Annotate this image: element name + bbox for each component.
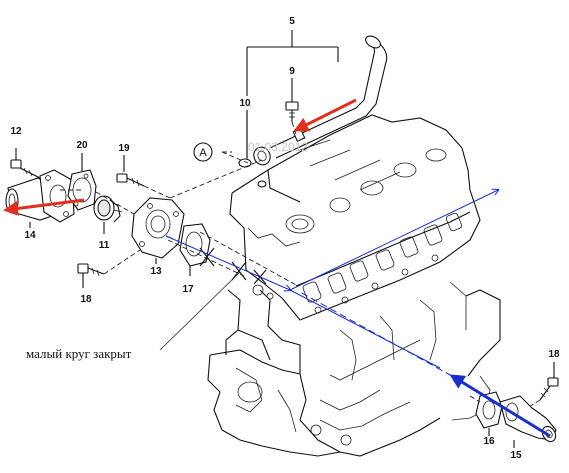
label-5: 5 [289, 16, 295, 27]
label-9: 9 [289, 66, 295, 77]
assembly-line-right [469, 395, 481, 403]
bolt-9 [285, 78, 299, 135]
exhaust-ports [302, 212, 463, 314]
bolt-18-right [523, 362, 559, 411]
label-18-right: 18 [548, 349, 560, 360]
thermostat-11 [93, 195, 123, 234]
label-19: 19 [118, 143, 130, 154]
red-flow-arrows [3, 98, 357, 216]
coolant-pipe-5 [253, 35, 388, 188]
label-12: 12 [10, 126, 22, 137]
bolt-18-left [77, 249, 141, 288]
label-14: 14 [24, 230, 36, 241]
label-10: 10 [239, 98, 251, 109]
label-13: 13 [150, 266, 162, 277]
caption-small-circuit-closed: малый круг закрыт [26, 346, 132, 361]
label-11: 11 [99, 240, 110, 251]
bolt-19 [116, 155, 171, 199]
engine-block [207, 114, 501, 457]
part-labels: 5 9 10 12 20 19 14 11 13 17 18 18 16 15 [10, 12, 560, 461]
caption-pointer [159, 271, 241, 351]
date-stamp: 01.03.2012 [248, 140, 308, 154]
callout-a: A [193, 142, 213, 162]
label-20: 20 [76, 140, 88, 151]
blue-flow-arrows [165, 190, 551, 438]
label-17: 17 [182, 284, 194, 295]
label-16: 16 [483, 436, 495, 447]
gasket-17 [179, 223, 211, 276]
water-outlet-14 [5, 169, 75, 228]
label-18-left: 18 [80, 294, 92, 305]
callout-a-letter: A [199, 147, 207, 159]
label-15: 15 [510, 450, 522, 461]
thermostat-housing-13 [131, 197, 185, 264]
